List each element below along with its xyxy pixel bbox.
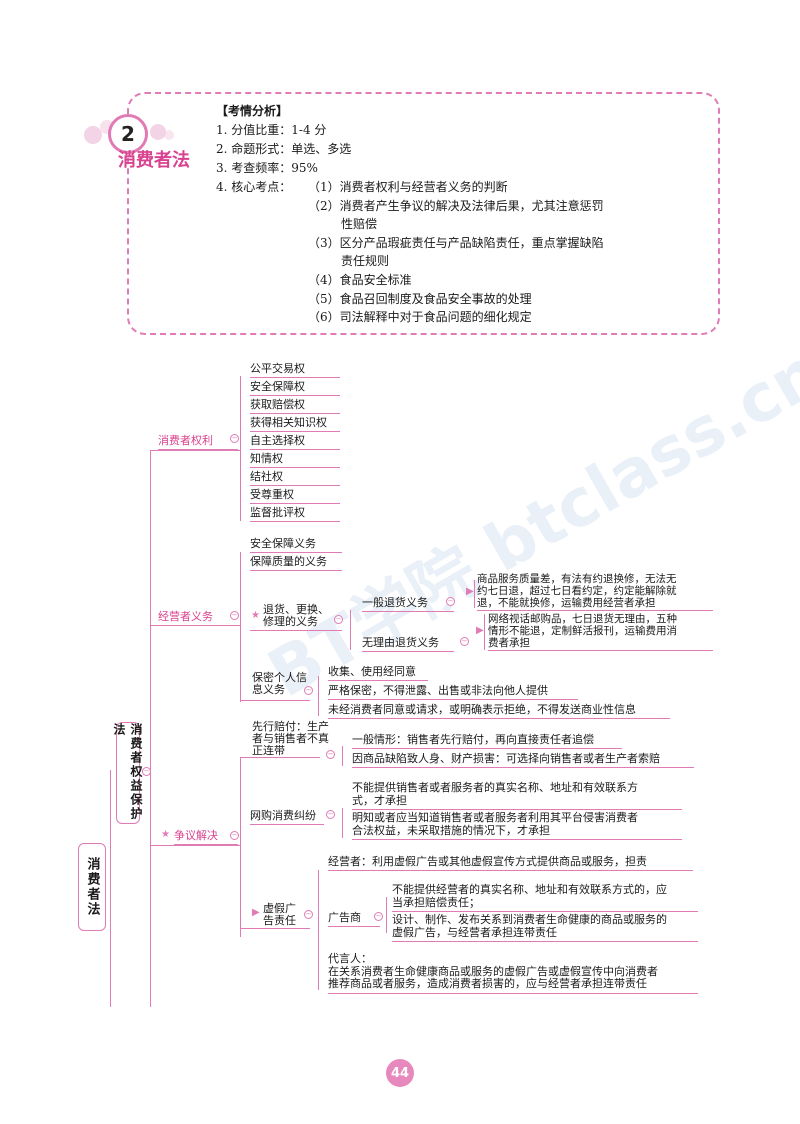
analysis-box [127,92,720,335]
connector [342,808,343,838]
collapse-toggle-icon[interactable]: − [446,597,455,606]
analysis-point: （5）食品召回制度及食品安全事故的处理 [308,292,532,306]
general-return-label: 一般退货义务 [362,596,454,612]
connector [474,580,475,608]
flag-icon: ▶ [466,586,474,597]
rights-item: 监督批评权 [250,506,340,522]
advertiser-item: 设计、制作、发布关系到消费者生命健康的商品或服务的 虚假广告，与经营者承担连带责… [392,913,698,942]
connector [150,845,240,846]
privacy-item: 严格保密，不得泄露、出售或非法向他人提供 [328,684,578,700]
rights-item: 知情权 [250,452,340,468]
branch-dispute: 争议解决 [174,829,238,845]
connector [110,770,111,1007]
connector [318,676,319,716]
rights-item: 受尊重权 [250,488,340,504]
advertiser-item: 不能提供经营者的真实名称、地址和有效联系方式的，应 当承担赔偿责任； [392,883,698,912]
analysis-point: 责任规则 [341,254,390,268]
decor-dot [150,124,166,140]
rights-item: 安全保障权 [250,380,340,396]
advance-item: 因商品缺陷致人身、财产损害：可选择向销售者或者生产者索赔 [352,752,694,768]
connector [150,625,240,626]
analysis-point: （4）食品安全标准 [308,273,412,287]
analysis-point: 性赔偿 [341,217,378,231]
collapse-toggle-icon[interactable]: − [326,750,335,759]
collapse-toggle-icon[interactable]: − [230,434,239,443]
no-reason-return-text: 网络视话邮购品，七日退货无理由，五种 情形不能退，定制鲜活报刊，运输费用消 费者… [488,613,713,651]
privacy-duty-label: 保密个人信息义务 [252,671,307,696]
rights-item: 获取赔偿权 [250,398,340,414]
collapse-toggle-icon[interactable]: − [326,810,335,819]
collapse-toggle-icon[interactable]: − [374,912,383,921]
collapse-toggle-icon[interactable]: − [460,637,469,646]
advertiser-label: 广告商 [328,911,380,927]
connector [250,630,342,631]
branch-duties: 经营者义务 [158,610,238,626]
analysis-point: （6）司法解释中对于食品问题的细化规定 [308,310,532,324]
analysis-item: 3. 考查频率：95% [216,161,318,175]
analysis-item: 1. 分值比重：1-4 分 [216,123,327,137]
collapse-toggle-icon[interactable]: − [230,611,239,620]
star-icon: ★ [161,829,170,840]
false-ad-operator: 经营者：利用虚假广告或其他虚假宣传方式提供商品或服务，担责 [328,855,693,871]
chapter-title: 消费者法 [118,150,190,171]
connector [150,450,151,1007]
connector [350,610,351,650]
duties-item: 保障质量的义务 [250,555,342,571]
connector [318,870,319,990]
connector [240,757,241,937]
analysis-item: 2. 命题形式：单选、多选 [216,142,352,156]
flag-icon: ▶ [476,625,484,636]
online-item: 明知或者应当知道销售者或者服务者利用其平台侵害消费者 合法权益，未采取措施的情况… [352,811,682,840]
false-ad-label: 虚假广告责任 [263,902,296,927]
analysis-point: （1）消费者权利与经营者义务的判断 [308,180,508,194]
page-number: 44 [386,1059,414,1087]
mindmap-subroot: 消费者权益保护法 [112,722,143,824]
return-duty-label: 退货、更换、修理的义务 [263,603,329,628]
duties-item: 安全保障义务 [250,537,342,553]
collapse-toggle-icon[interactable]: − [304,910,313,919]
online-item: 不能提供销售者或者服务者的真实名称、地址和有效联系方 式，才承担 [352,781,682,810]
connector [150,450,240,451]
collapse-toggle-icon[interactable]: − [230,831,239,840]
connector [484,614,485,650]
analysis-point: （2）消费者产生争议的解决及法律后果，尤其注意惩罚 [308,199,604,213]
advance-payment-label: 先行赔付：生产者与销售者不真正连带 [252,720,329,757]
flag-icon: ▶ [252,907,260,918]
online-dispute-label: 网购消费纠纷 [250,809,324,825]
connector [240,376,241,521]
connector [240,757,320,758]
connector [240,700,310,701]
chapter-number: 2 [108,114,148,154]
analysis-item: 4. 核心考点： [216,180,292,194]
analysis-heading: 【考情分析】 [216,104,289,118]
no-reason-return-label: 无理由退货义务 [362,636,454,652]
general-return-text: 商品服务质量差，有法有约退换修，无法无 约七日退，超过七日看约定，约定能解除就 … [477,573,713,611]
rights-item: 结社权 [250,470,340,486]
decor-dot [164,130,174,140]
connector [386,897,387,933]
rights-item: 公平交易权 [250,362,340,378]
privacy-item: 未经消费者同意或请求，或明确表示拒绝，不得发送商业性信息 [328,703,670,719]
analysis-point: （3）区分产品瑕疵责任与产品缺陷责任，重点掌握缺陷 [308,236,604,250]
rights-item: 获得相关知识权 [250,416,340,432]
rights-item: 自主选择权 [250,434,340,450]
decor-dot [84,126,102,144]
collapse-toggle-icon[interactable]: − [334,615,343,624]
advance-item: 一般情形：销售者先行赔付，再向直接责任者追偿 [352,733,622,749]
privacy-item: 收集、使用经同意 [328,665,428,681]
endorser-item: 代言人： 在关系消费者生命健康商品或服务的虚假广告或虚假宣传中向消费者 推荐商品… [328,952,698,994]
star-icon: ★ [251,610,260,621]
collapse-toggle-icon[interactable]: − [304,686,313,695]
connector [342,746,343,766]
connector [240,552,241,702]
branch-rights: 消费者权利 [158,434,238,450]
connector [240,928,310,929]
mindmap-root: 消费者法 [78,843,106,931]
